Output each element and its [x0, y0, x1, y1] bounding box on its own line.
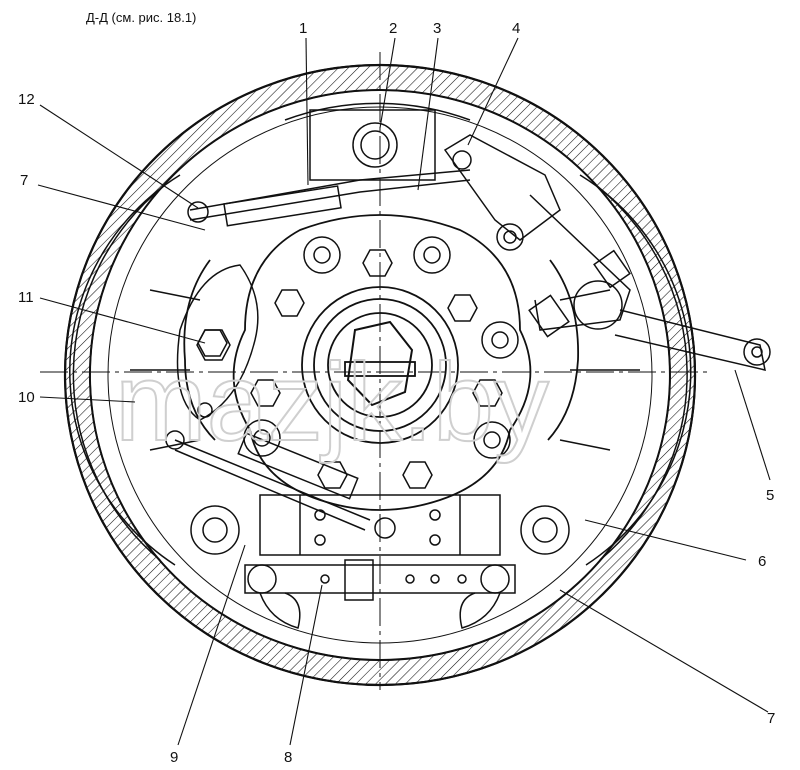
top-anchor [309, 109, 436, 181]
callout-1: 1 [299, 20, 307, 37]
callout-3: 3 [433, 20, 441, 37]
left-cam-lever [176, 264, 259, 421]
section-caption: Д-Д (см. рис. 18.1) [86, 10, 196, 25]
lower-spring [165, 430, 396, 539]
adjuster-mechanism [443, 134, 771, 371]
callout-4: 4 [512, 20, 520, 37]
callout-9: 9 [170, 749, 178, 766]
callout-6: 6 [758, 553, 766, 570]
callout-2: 2 [389, 20, 397, 37]
callout-labels: 1 2 3 4 12 7 11 10 5 6 7 9 8 [18, 20, 775, 766]
callout-10: 10 [18, 389, 35, 406]
upper-return-spring [187, 150, 472, 227]
center-lines [40, 52, 710, 690]
callout-11: 11 [18, 289, 34, 306]
callout-5: 5 [766, 487, 774, 504]
leader-lines [37, 37, 771, 746]
callout-8: 8 [284, 749, 292, 766]
callout-7-upper: 7 [20, 172, 28, 189]
callout-7-lower: 7 [767, 710, 775, 727]
watermark: mazjk.by [115, 341, 549, 464]
callout-12: 12 [18, 91, 35, 108]
